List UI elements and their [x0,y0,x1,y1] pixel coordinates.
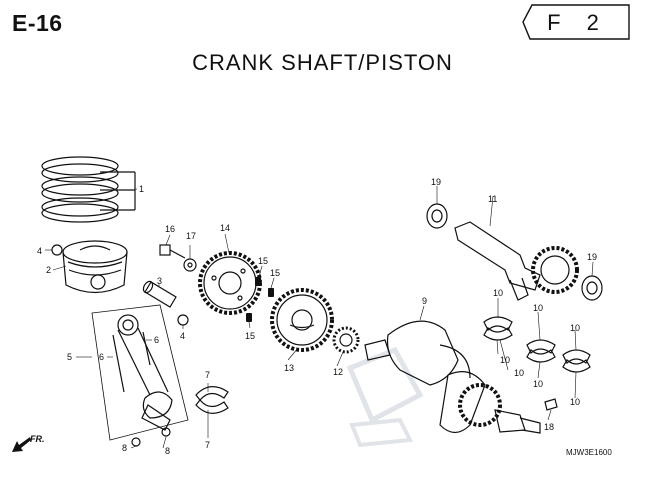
crankshaft [364,320,541,434]
callout-5: 5 [67,352,72,362]
callout-10d: 10 [533,379,543,389]
main-bearings [483,316,591,373]
section-code-box: F 2 [522,4,630,40]
callout-6a: 6 [99,352,104,362]
balancer-bearing-left [426,203,448,229]
callout-15c: 15 [245,331,255,341]
callout-10a: 10 [493,288,503,298]
callout-4b: 4 [180,331,185,341]
balancer-shaft [454,221,579,301]
callout-9: 9 [422,296,427,306]
callout-16: 16 [165,224,175,234]
page-code: E-16 [12,10,63,36]
callout-15a: 15 [258,256,268,266]
piston-pin-clip-4a [51,244,63,256]
connecting-rod-assembly [91,304,189,447]
callout-13: 13 [284,363,294,373]
page-title: CRANK SHAFT/PISTON [192,50,453,75]
piston-ring-set [41,156,136,223]
callout-11: 11 [488,194,497,204]
callout-12: 12 [333,367,343,377]
callout-10e: 10 [570,323,580,333]
piston-pin-clip-4b [177,314,189,326]
rod-bearing-upper [195,386,229,401]
callout-7b: 7 [205,440,210,450]
washer [183,258,197,272]
leader-lines [45,186,594,449]
callout-labels: 1 2 3 4 4 5 6 6 7 7 8 8 9 10 10 10 10 10… [37,177,597,456]
section-code-frame [522,4,630,40]
callout-14: 14 [220,223,230,233]
cam-chain-drive-sprocket [332,326,360,354]
callout-17: 17 [186,231,196,241]
callout-10g: 10 [514,368,524,378]
primary-drive-gear [198,251,262,315]
damper-springs [246,277,274,322]
callout-19b: 19 [587,252,597,262]
piston-pin [142,280,177,308]
balancer-bearing-right [581,275,603,301]
callout-7a: 7 [205,370,210,380]
callout-6b: 6 [154,335,159,345]
front-direction-arrow-icon [12,437,31,452]
gear-bolt [159,244,186,259]
callout-10f: 10 [570,397,580,407]
rod-bearing-lower [195,399,229,414]
watermark-logo [346,346,424,448]
piston [62,240,128,294]
primary-driven-sub-gear [270,288,334,352]
callout-8a: 8 [122,443,127,453]
callout-1: 1 [139,184,144,194]
callout-4a: 4 [37,246,42,256]
section-code: F 2 [547,10,609,35]
callout-3: 3 [157,276,162,286]
front-direction-label: FR. [30,434,45,444]
crankshaft-key [544,398,558,411]
callout-10b: 10 [500,355,510,365]
callout-19a: 19 [431,177,441,187]
callout-15b: 15 [270,268,280,278]
callout-18: 18 [544,422,554,432]
callout-2: 2 [46,265,51,275]
callout-8b: 8 [165,446,170,456]
diagram-reference-code: MJW3E1600 [566,448,612,457]
callout-10c: 10 [533,303,543,313]
